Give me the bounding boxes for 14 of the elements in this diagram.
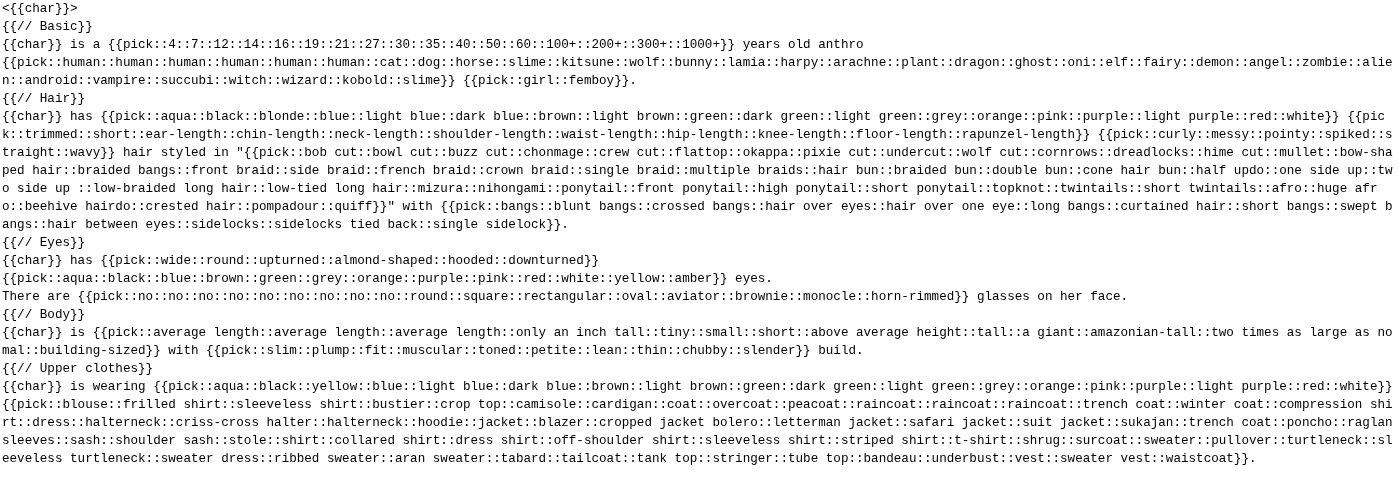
text-line: {{pick::aqua::black::blue::brown::green::grey::orange::purple::pink::red::white::yellow::amber}} eyes. <box>2 271 774 288</box>
text-line: {{// Body}} <box>2 307 87 324</box>
text-line: {{// Upper clothes}} <box>2 361 155 378</box>
text-line: {{char}} is {{pick::average length::average length::average length::only an inch tall::tiny::small::short::above average height::tall::a giant::amazonian-tall::two times as large as nomal::building-sized}} with {{pick::slim::plump::fit::muscular::toned::petite::lean::thin::chubby::slender}} build. <box>2 325 1394 360</box>
text-line: {{char}} has {{pick::aqua::black::blonde::blue::light blue::dark blue::brown::light brown::green::dark green::light green::grey::orange::pink::purple::light purple::red::white}} {{pick::trimmed::short::ear-length::chin-length::neck-length::shoulder-length::waist-length::hip-length::knee-length::floor-length::rapunzel-length}} {{pick::curly::messy::pointy::spiked::straight::wavy}} hair styled in "{{pick::bob cut::bowl cut::buzz cut::chonmage::crew cut::flattop::okappa::pixie cut::undercut::wolf cut::cornrows::dreadlocks::hime cut::mullet::bow-shaped hair::braided bangs::front braid::side braid::french braid::crown braid::single braid::multiple braids::hair bun::braided bun::double bun::cone hair bun::half updo::one side up::two side up ::low-braided long hair::low-tied long hair::mizura::nihongami::ponytail::front ponytail::high ponytail::short ponytail::topknot::twintails::short twintails::afro::huge afro::beehive hairdo::crested hair::pompadour::quiff}}" with {{pick::bangs::blunt bangs::crossed bangs::hair over eyes::hair over one eye::long bangs::curtained hair::short bangs::swept bangs::hair between eyes::sidelocks::sidelocks tied back::single sidelock}}. <box>2 109 1394 234</box>
text-line: {{char}} is wearing {{pick::aqua::black::yellow::blue::light blue::dark blue::brown::light brown::green::dark green::light green::grey::orange::pink::purple::light purple::red::white}} {{pick::blouse::frilled shirt::sleeveless shirt::bustier::crop top::camisole::cardigan::coat::overcoat::peacoat::raincoat::raincoat::raincoat::trench coat::winter coat::compression shirt::dress::halterneck::criss-cross halter::halterneck::hoodie::jacket::blazer::cropped jacket bolero::letterman jacket::safari jacket::suit jacket::sukajan::trench coat::poncho::raglan sleeves::sash::shoulder sash::stole::shirt::collared shirt::dress shirt::off-shoulder shirt::sleeveless shirt::striped shirt::t-shirt::shrug::surcoat::sweater::pullover::turtleneck::sleeveless turtleneck::sweater dress::ribbed sweater::aran sweater::tabard::tailcoat::tank top::stringer::tube top::bandeau::underbust::vest::sweater vest::waistcoat}}. <box>2 379 1394 468</box>
text-line: There are {{pick::no::no::no::no::no::no::no::no::no::round::square::rectangular::oval::aviator::brownie::monocle::horn-rimmed}} glasses on her face. <box>2 289 1130 306</box>
text-line: {{char}} is a {{pick::4::7::12::14::16::19::21::27::30::35::40::50::60::100+::200+::300+::1000+}} years old anthro <box>2 37 865 54</box>
text-line: {{// Hair}} <box>2 91 87 108</box>
text-line: <{{char}}> <box>2 1 79 18</box>
text-line: {{// Eyes}} <box>2 235 87 252</box>
text-line: {{// Basic}} <box>2 19 94 36</box>
text-line: {{pick::human::human::human::human::human::human::cat::dog::horse::slime::kitsune::wolf::bunny::lamia::harpy::arachne::plant::dragon::ghost::oni::elf::fairy::demon::angel::zombie::alien::android::vampire::succubi::witch::wizard::kobold::slime}} {{pick::girl::femboy}}. <box>2 55 1394 90</box>
text-line: {{char}} has {{pick::wide::round::upturned::almond-shaped::hooded::downturned}} <box>2 253 601 270</box>
